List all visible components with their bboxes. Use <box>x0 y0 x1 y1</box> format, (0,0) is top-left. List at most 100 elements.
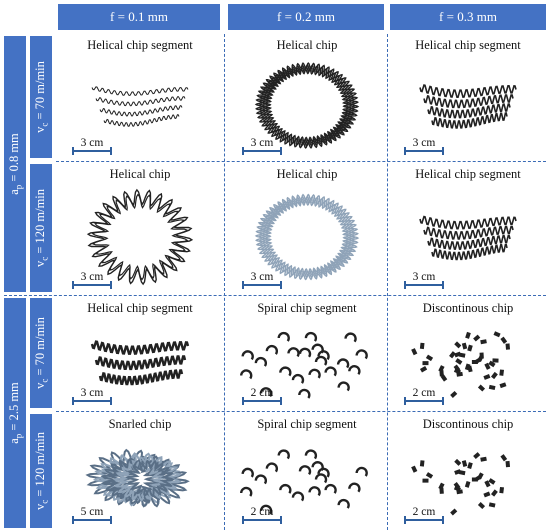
row-header-label: vc = 70 m/min <box>32 317 50 389</box>
chip-coil <box>94 355 187 371</box>
chip-piece <box>254 356 268 367</box>
chip-piece <box>461 342 468 350</box>
chip-piece <box>449 351 456 359</box>
group-header-label: ap = 2.5 mm <box>6 382 24 444</box>
chip-piece <box>291 373 305 384</box>
chip-image <box>419 84 517 129</box>
chip-piece <box>277 331 290 342</box>
scale-line <box>404 397 444 405</box>
row-header-label: vc = 70 m/min <box>32 61 50 133</box>
chip-piece <box>265 462 279 473</box>
scale-line <box>242 281 282 289</box>
chip-coil <box>254 193 360 281</box>
chip-piece <box>314 473 328 484</box>
chip-coil <box>419 84 517 98</box>
row-divider <box>56 411 546 412</box>
row-header-vc-120-b: vc = 120 m/min <box>30 414 52 528</box>
chip-type-title: Helical chip segment <box>415 167 521 181</box>
chip-piece <box>488 502 496 508</box>
chip-piece <box>355 349 368 360</box>
chip-image <box>91 86 189 127</box>
chip-type-title: Helical chip segment <box>87 301 193 315</box>
chip-piece <box>279 366 292 377</box>
chip-piece <box>259 504 273 515</box>
chip-image <box>411 331 511 398</box>
chip-piece <box>324 366 337 377</box>
chip-piece <box>279 483 292 494</box>
scale-bar: 3 cm <box>404 271 444 289</box>
chip-piece <box>473 452 481 460</box>
chip-type-title: Discontinous chip <box>422 417 514 431</box>
chip-coil <box>264 199 350 275</box>
chip-piece <box>477 384 486 392</box>
group-header-ap-0.8: ap = 0.8 mm <box>4 36 26 292</box>
chip-piece <box>277 449 290 460</box>
chip-piece <box>454 351 462 358</box>
chip-piece <box>324 483 337 494</box>
chip-piece <box>467 344 473 352</box>
chip-piece <box>439 370 444 377</box>
chip-coil <box>264 68 350 143</box>
chip-piece <box>488 384 496 391</box>
chip-type-title: Discontinous chip <box>422 301 514 315</box>
chip-coil <box>431 112 508 129</box>
chip-piece <box>505 460 511 468</box>
chip-coil <box>99 105 183 117</box>
chip-piece <box>337 381 350 392</box>
chip-piece <box>450 508 458 516</box>
chip-piece <box>419 366 428 373</box>
row-header-vc-70-a: vc = 70 m/min <box>30 36 52 158</box>
scale-line <box>72 281 112 289</box>
row-header-vc-70-b: vc = 70 m/min <box>30 298 52 408</box>
chip-coil <box>91 193 189 281</box>
chip-piece <box>480 456 487 462</box>
chip-piece <box>471 360 478 364</box>
chip-piece <box>304 331 318 342</box>
chip-piece <box>499 382 507 389</box>
chip-image <box>86 188 194 286</box>
scale-label: 2 cm <box>412 387 436 399</box>
chip-piece <box>484 480 491 488</box>
chip-piece <box>425 354 434 362</box>
scale-label: 3 cm <box>250 137 274 149</box>
scale-label: 2 cm <box>412 506 436 518</box>
scale-line <box>72 397 112 405</box>
row-divider <box>56 161 546 162</box>
chip-piece <box>298 465 312 476</box>
chip-piece <box>287 347 300 358</box>
group-header-ap-2.5: ap = 2.5 mm <box>4 298 26 528</box>
chip-piece <box>454 469 462 475</box>
chip-piece <box>456 489 463 495</box>
chip-coil <box>90 340 190 355</box>
chip-piece <box>419 460 425 467</box>
chip-piece <box>455 358 463 365</box>
scale-bar: 3 cm <box>72 137 112 155</box>
chip-piece <box>480 339 487 345</box>
chip-piece <box>461 460 468 467</box>
chip-piece <box>493 331 501 338</box>
chip-piece <box>499 486 505 494</box>
chip-piece <box>311 343 324 354</box>
scale-line <box>242 516 282 524</box>
chip-image <box>85 448 190 508</box>
chip-coil <box>103 114 180 127</box>
scale-label: 2 cm <box>250 506 274 518</box>
chip-piece <box>254 474 268 485</box>
row-header-vc-120-a: vc = 120 m/min <box>30 164 52 292</box>
scale-label: 2 cm <box>250 387 274 399</box>
chip-type-title: Helical chip segment <box>415 38 521 52</box>
chip-piece <box>411 348 418 356</box>
scale-bar: 3 cm <box>404 137 444 155</box>
chip-coil <box>112 461 168 502</box>
chip-piece <box>440 374 448 382</box>
chip-piece <box>467 462 473 469</box>
column-header-f-0.3: f = 0.3 mm <box>390 4 546 30</box>
chip-piece <box>419 342 425 350</box>
chip-piece <box>311 461 324 471</box>
chip-piece <box>240 369 253 380</box>
chip-piece <box>467 365 473 373</box>
chip-cell: Discontinous chip 2 cm <box>390 413 546 530</box>
